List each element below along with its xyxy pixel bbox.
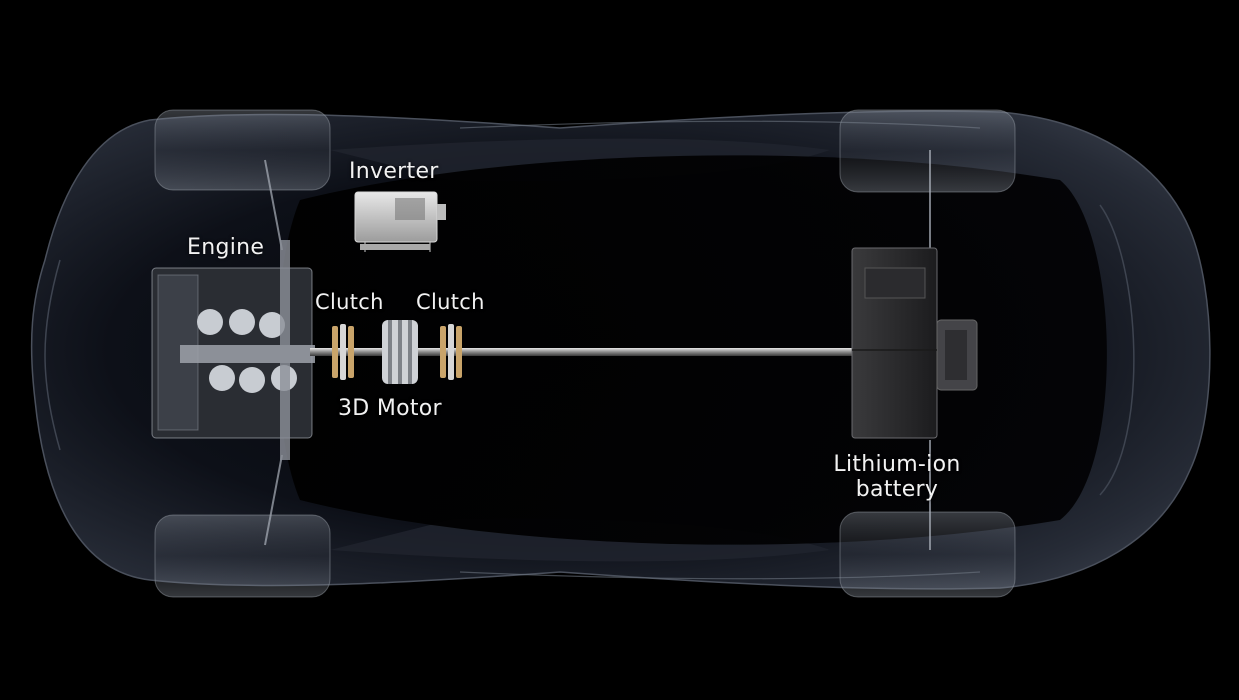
clutch-right-label: Clutch — [416, 290, 485, 314]
drive-shaft — [310, 348, 855, 356]
battery-label: Lithium-ion battery — [822, 452, 972, 502]
wheel-rear-right — [839, 511, 1016, 598]
engine-unit — [151, 240, 315, 460]
wheel-rear-left — [839, 109, 1016, 193]
engine-label: Engine — [187, 235, 265, 260]
motor-label: 3D Motor — [338, 396, 442, 421]
clutch-left-label: Clutch — [315, 290, 384, 314]
inverter-label: Inverter — [349, 159, 439, 184]
wheel-front-right — [154, 514, 331, 598]
battery-unit — [851, 247, 978, 439]
wheel-front-left — [154, 109, 331, 191]
battery-label-line2: battery — [855, 477, 939, 502]
clutch-right-unit — [440, 324, 462, 380]
clutch-left-unit — [332, 324, 354, 380]
wheels — [154, 109, 1016, 598]
inverter-unit — [354, 191, 446, 252]
motor-unit — [382, 320, 418, 384]
battery-label-line1: Lithium-ion — [833, 452, 961, 477]
